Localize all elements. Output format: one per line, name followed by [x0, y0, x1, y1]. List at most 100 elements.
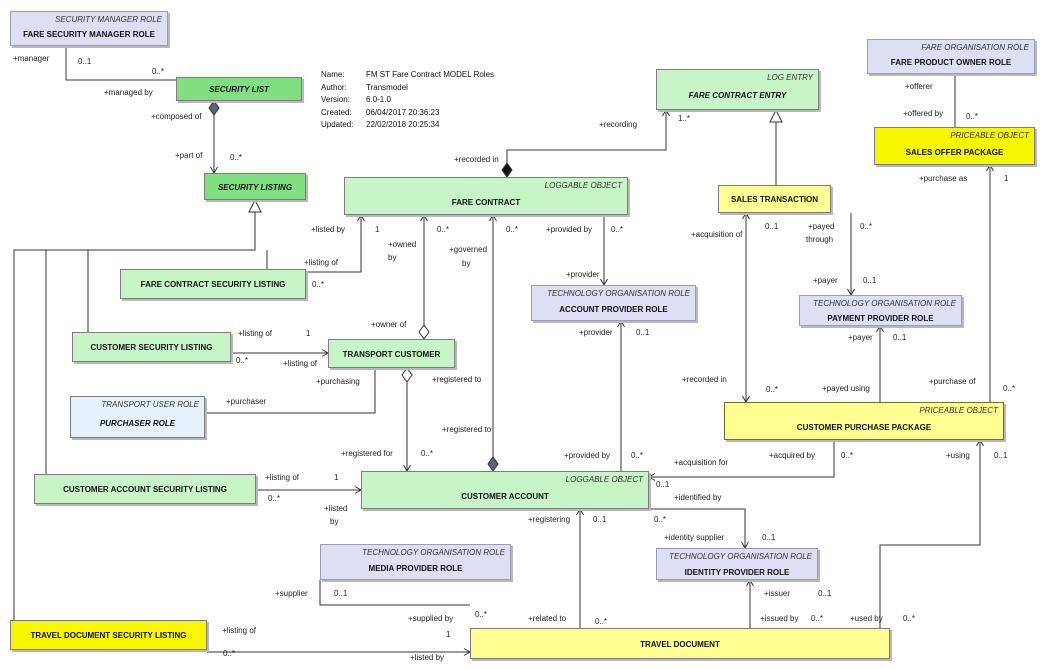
class-security-listing[interactable]: SECURITY LISTING — [204, 173, 306, 200]
metadata-row: Version: 6.0-1.0 — [321, 94, 494, 107]
association-role-label: +registered for — [341, 449, 393, 458]
class-stereotype: TECHNOLOGY ORGANISATION ROLE — [813, 299, 956, 308]
class-stereotype: SECURITY MANAGER ROLE — [55, 15, 162, 24]
class-security-list[interactable]: SECURITY LIST — [176, 77, 302, 101]
association-role-label: +supplied by — [408, 614, 454, 623]
class-travel-document[interactable]: TRAVEL DOCUMENT — [470, 628, 890, 659]
class-customer-account[interactable]: LOGGABLE OBJECT CUSTOMER ACCOUNT — [361, 471, 649, 509]
association-role-label: +owned — [388, 240, 417, 249]
multiplicity-label: 0..1 — [636, 328, 650, 337]
association-role-label: +recorded in — [454, 155, 499, 164]
metadata-key: Author: — [321, 82, 347, 92]
association-role-label: +composed of — [151, 112, 202, 121]
class-fc-sec-listing[interactable]: FARE CONTRACT SECURITY LISTING — [120, 269, 306, 299]
arrowhead — [986, 164, 994, 172]
class-security-manager[interactable]: SECURITY MANAGER ROLE FARE SECURITY MANAG… — [10, 11, 168, 46]
class-name: SECURITY LIST — [209, 85, 269, 94]
class-name: FARE CONTRACT SECURITY LISTING — [140, 280, 286, 289]
association-role-label: +recording — [599, 120, 638, 129]
class-cust-acc-sec-listing[interactable]: CUSTOMER ACCOUNT SECURITY LISTING — [34, 474, 256, 504]
multiplicity-label: 0..* — [223, 649, 236, 658]
class-stereotype: TRANSPORT USER ROLE — [101, 400, 199, 409]
arrowhead — [976, 439, 984, 447]
class-name: PAYMENT PROVIDER ROLE — [827, 314, 934, 323]
association-role-label: +listed by — [410, 653, 445, 662]
metadata-key: Name: — [321, 70, 345, 79]
arrowhead — [648, 473, 656, 481]
association-line — [306, 215, 362, 273]
arrowhead — [876, 325, 884, 333]
association-role-label: +acquired by — [769, 451, 816, 460]
multiplicity-label: 0..1 — [765, 222, 779, 231]
association-role-label: by — [388, 253, 397, 262]
metadata-row: Updated:22/02/2018 20:25:34 — [321, 119, 494, 132]
metadata-row: Name:FM ST Fare Contract MODEL Roles — [321, 69, 494, 82]
generalization-triangle — [769, 108, 783, 123]
multiplicity-label: 0..* — [230, 153, 243, 162]
arrowhead — [662, 109, 670, 117]
arrowhead — [746, 579, 754, 587]
class-cust-sec-listing[interactable]: CUSTOMER SECURITY LISTING — [72, 332, 231, 362]
class-name: TRAVEL DOCUMENT — [640, 640, 720, 649]
class-name: FARE SECURITY MANAGER ROLE — [23, 30, 155, 39]
composition-diamond — [208, 100, 220, 116]
metadata-value: 6.0-1.0 — [366, 95, 391, 104]
association-role-label: +listing of — [222, 626, 257, 635]
multiplicity-label: 0..* — [966, 112, 979, 121]
metadata-row: Created: 06/04/2017 20:36:23 — [321, 107, 494, 120]
class-name: CUSTOMER SECURITY LISTING — [90, 343, 213, 352]
association-role-label: +listing of — [238, 329, 273, 338]
class-stereotype: LOG ENTRY — [767, 73, 813, 82]
multiplicity-label: 0..* — [1003, 384, 1016, 393]
multiplicity-label: 0..* — [811, 614, 824, 623]
metadata-key: Version: — [321, 95, 350, 104]
multiplicity-label: 0..* — [654, 515, 667, 524]
class-name: TRANSPORT CUSTOMER — [342, 350, 441, 359]
arrowhead — [617, 320, 625, 328]
association-role-label: by — [462, 259, 471, 268]
association-line — [649, 440, 835, 478]
association-role-label: +using — [946, 451, 970, 460]
class-stereotype: LOGGABLE OBJECT — [565, 475, 643, 484]
association-role-label: +payer — [813, 276, 838, 285]
multiplicity-label: 0..* — [421, 449, 434, 458]
arrowhead — [420, 214, 428, 222]
metadata-key: Updated: — [321, 120, 354, 129]
generalization-triangle — [248, 198, 262, 213]
class-payment-provider[interactable]: TECHNOLOGY ORGANISATION ROLE PAYMENT PROV… — [799, 295, 962, 326]
class-name: CUSTOMER ACCOUNT SECURITY LISTING — [63, 485, 227, 494]
class-td-sec-listing[interactable]: TRAVEL DOCUMENT SECURITY LISTING — [10, 620, 207, 650]
association-role-label: +payer — [848, 333, 873, 342]
class-name: SALES TRANSACTION — [730, 195, 819, 204]
multiplicity-label: 0..1 — [863, 276, 877, 285]
multiplicity-label: 0..1 — [818, 589, 832, 598]
class-stereotype: TECHNOLOGY ORGANISATION ROLE — [669, 552, 812, 561]
metadata-value: 06/04/2017 20:36:23 — [366, 107, 440, 117]
association-role-label: +offerer — [905, 82, 933, 91]
class-transport-customer[interactable]: TRANSPORT CUSTOMER — [328, 339, 455, 368]
class-sales-transaction[interactable]: SALES TRANSACTION — [718, 185, 831, 213]
metadata-key: Created: — [321, 107, 352, 117]
association-role-label: +part of — [175, 151, 203, 160]
metadata-value: Transmodel — [366, 82, 408, 92]
association-role-label: +registered to — [432, 375, 482, 384]
multiplicity-label: 0..1 — [762, 533, 776, 542]
class-name: CUSTOMER ACCOUNT — [461, 492, 549, 501]
association-role-label: +listing of — [283, 359, 318, 368]
association-role-label: +supplier — [275, 589, 308, 598]
association-role-label: +listed — [324, 504, 348, 513]
association-role-label: +provider — [566, 270, 600, 279]
class-name: CUSTOMER PURCHASE PACKAGE — [796, 423, 932, 432]
